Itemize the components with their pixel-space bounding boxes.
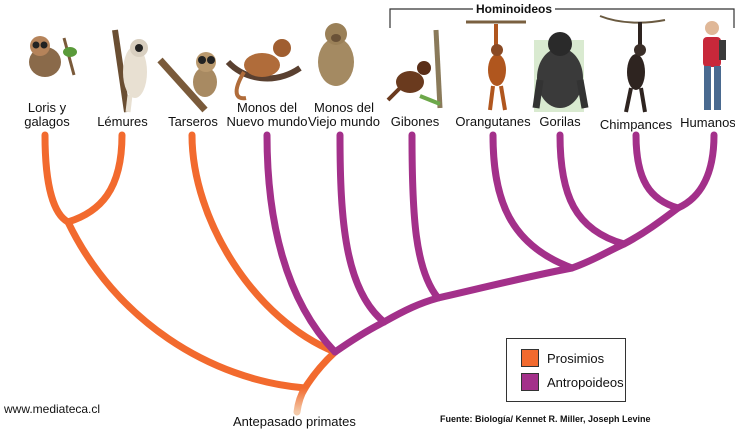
legend-item-anthropoids: Antropoideos: [521, 373, 624, 391]
branch-old-world: [336, 131, 388, 326]
gorilla-icon: [532, 32, 589, 112]
label-new-world: Monos del Nuevo mundo: [226, 100, 308, 129]
orangutan-icon: [466, 20, 526, 111]
loris-icon: [29, 36, 77, 77]
label-gibbon: Gibones: [390, 114, 440, 129]
branch-new-world: [263, 131, 339, 356]
root-ancestor-label: Antepasado primates: [233, 414, 356, 429]
branch-lemur: [64, 131, 126, 226]
branch-root: [293, 384, 309, 416]
branch-orangutan: [489, 131, 576, 272]
label-orangutan: Orangutanes: [455, 114, 531, 129]
branch-chimp: [632, 131, 682, 212]
hominoid-bracket: [389, 8, 735, 28]
gibbon-icon: [386, 29, 443, 109]
legend-label-prosimians: Prosimios: [547, 350, 605, 366]
anthropoid-swatch: [521, 373, 539, 391]
hominoid-group-label: Hominoideos: [473, 2, 556, 16]
human-icon: [703, 21, 726, 110]
branch-human: [674, 131, 718, 212]
source-credit: Fuente: Biología/ Kennet R. Miller, Jose…: [440, 414, 651, 424]
label-loris: Loris y galagos: [24, 100, 70, 129]
website-label: www.mediateca.cl: [4, 402, 101, 416]
label-tarsier: Tarseros: [168, 114, 218, 129]
legend-label-anthropoids: Antropoideos: [547, 374, 624, 390]
legend-box: Prosimios Antropoideos: [506, 338, 626, 402]
legend-item-prosimians: Prosimios: [521, 349, 604, 367]
branch-anthropoid-trunk: [331, 204, 682, 356]
prosimian-swatch: [521, 349, 539, 367]
branch-gibbon: [408, 131, 442, 302]
label-lemur: Lémures: [97, 114, 148, 129]
branch-gorilla: [556, 131, 628, 248]
chimpanzee-icon: [599, 15, 666, 113]
label-chimpanzee: Chimpances: [599, 117, 673, 132]
label-old-world: Monos del Viejo mundo: [307, 100, 381, 129]
old-world-monkey-icon: [318, 23, 354, 86]
branch-tarsier: [188, 131, 339, 356]
lemur-icon: [112, 29, 148, 113]
branch-haplorhine: [301, 348, 339, 392]
new-world-monkey-icon: [225, 39, 302, 101]
label-human: Humanos: [680, 115, 735, 130]
branch-prosimian-clade: [64, 218, 309, 392]
label-gorilla: Gorilas: [539, 114, 581, 129]
branch-loris: [41, 131, 72, 226]
tarsier-icon: [157, 52, 217, 113]
